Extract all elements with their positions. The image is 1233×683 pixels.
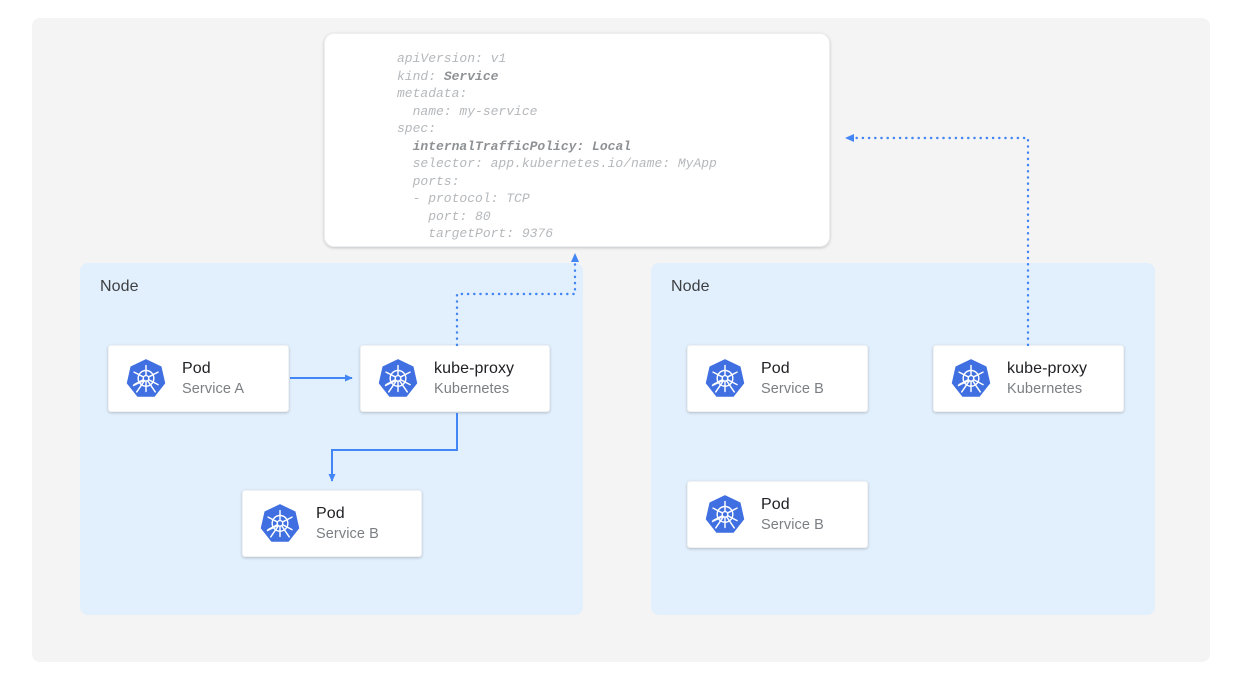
yaml-line-1: kind: Service — [397, 68, 499, 84]
yaml-line-3: name: my-service — [397, 103, 538, 119]
card-text: kube-proxy Kubernetes — [434, 359, 514, 399]
node-label-right: Node — [671, 278, 710, 295]
card-text: Pod Service B — [761, 359, 824, 399]
card-title: Pod — [182, 359, 211, 377]
card-subtitle: Service B — [761, 380, 824, 397]
yaml-line-2: metadata: — [397, 86, 468, 101]
card-pod-service-a[interactable]: Pod Service A — [108, 345, 289, 412]
card-text: Pod Service B — [761, 495, 824, 535]
card-subtitle: Service B — [316, 525, 379, 542]
kubernetes-icon — [703, 493, 747, 537]
yaml-line-6: selector: app.kubernetes.io/name: MyApp — [397, 156, 717, 171]
card-text: Pod Service A — [182, 359, 244, 399]
kubernetes-icon — [376, 357, 420, 401]
diagram-canvas: apiVersion: v1 kind: Service metadata: nam… — [32, 18, 1210, 662]
yaml-line-4: spec: — [397, 121, 437, 136]
card-kube-proxy-right[interactable]: kube-proxy Kubernetes — [933, 345, 1124, 412]
card-subtitle: Service A — [182, 380, 245, 397]
card-pod-service-b-right-bottom[interactable]: Pod Service B — [687, 481, 868, 548]
yaml-line-10: targetPort: 9376 — [397, 226, 554, 241]
kubernetes-icon — [703, 357, 747, 401]
card-title: Pod — [761, 359, 790, 377]
card-pod-service-b-right-top[interactable]: Pod Service B — [687, 345, 868, 412]
kubernetes-icon — [258, 502, 302, 546]
card-text: kube-proxy Kubernetes — [1007, 359, 1087, 399]
card-title: kube-proxy — [434, 359, 515, 377]
card-subtitle: Kubernetes — [434, 380, 510, 397]
kubernetes-icon — [949, 357, 993, 401]
node-panel-left: Node — [80, 263, 583, 615]
yaml-line-7: ports: — [397, 173, 460, 189]
card-title: Pod — [761, 495, 790, 513]
card-subtitle: Kubernetes — [1007, 380, 1083, 397]
yaml-line-5: internalTrafficPolicy: Local — [412, 138, 632, 154]
card-text: Pod Service B — [316, 504, 379, 544]
card-title: Pod — [316, 504, 345, 522]
node-panel-right: Node — [651, 263, 1155, 615]
card-subtitle: Service B — [761, 516, 824, 533]
yaml-line-8: - protocol: TCP — [397, 191, 530, 206]
card-title: kube-proxy — [1007, 359, 1088, 377]
yaml-line-0: apiVersion: v1 — [397, 51, 507, 66]
card-pod-service-b-left[interactable]: Pod Service B — [242, 490, 422, 557]
node-label-left: Node — [100, 278, 139, 295]
yaml-line-9: port: 80 — [397, 208, 491, 224]
service-yaml-card: apiVersion: v1 kind: Service metadata: nam… — [324, 33, 830, 247]
kubernetes-icon — [124, 357, 168, 401]
card-kube-proxy-left[interactable]: kube-proxy Kubernetes — [360, 345, 550, 412]
service-yaml-text: apiVersion: v1 kind: Service metadata: nam… — [397, 50, 717, 243]
